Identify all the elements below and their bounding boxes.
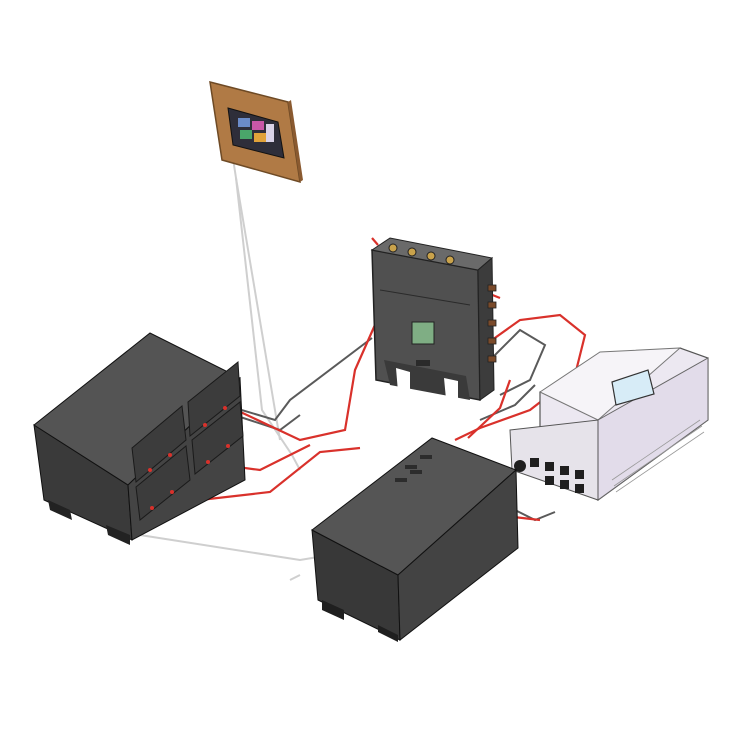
display-screen-tiles — [238, 118, 274, 142]
module-terminals — [148, 406, 230, 510]
side-glands — [487, 284, 497, 363]
battery-cabinet-left — [33, 332, 246, 545]
battery-modules — [131, 361, 244, 521]
wall-display — [209, 80, 303, 184]
top-connectors — [388, 243, 455, 265]
inverter-ports — [514, 458, 584, 493]
battery-cabinet-front — [311, 437, 519, 642]
vent-marks — [395, 455, 432, 482]
junction-box — [370, 237, 497, 402]
inverter-vents — [611, 419, 705, 493]
inverter — [509, 347, 709, 501]
